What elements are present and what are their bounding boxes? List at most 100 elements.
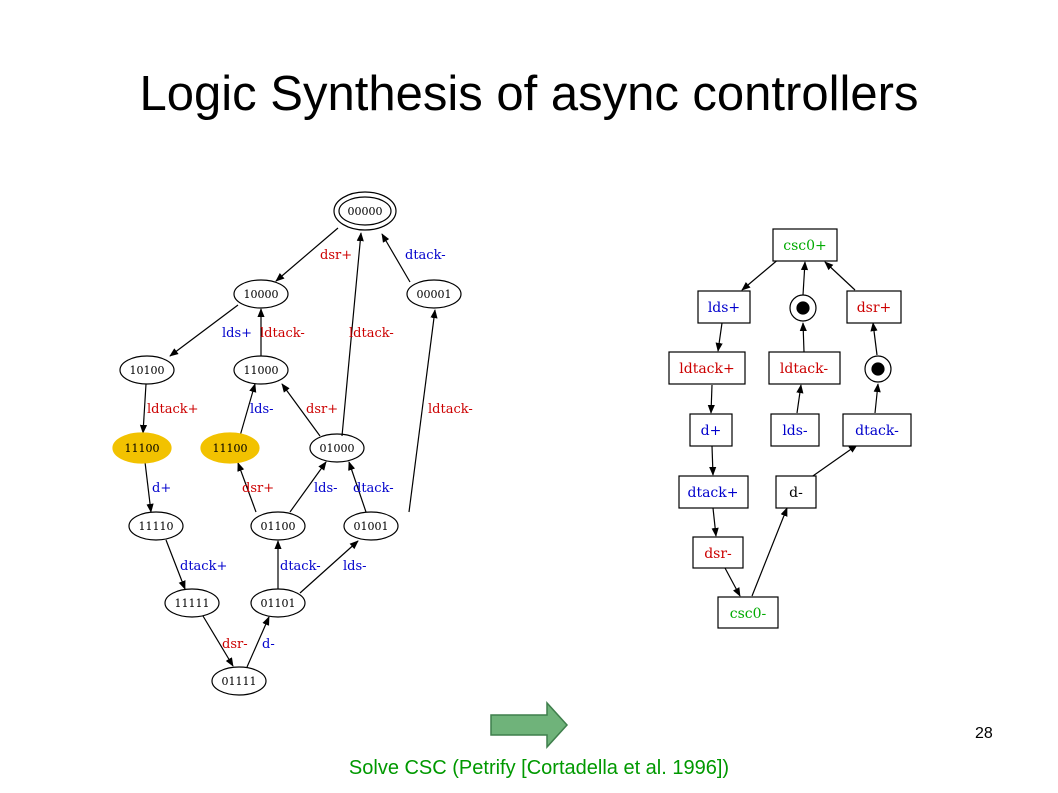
transition-lds-minus: lds- [770, 413, 820, 447]
transition-dsr-plus: dsr+ [846, 290, 902, 324]
state-label: 11111 [175, 597, 210, 610]
page-number: 28 [975, 725, 993, 742]
state-label: 00001 [417, 288, 452, 301]
transition-ldtack-plus: ldtack+ [668, 351, 746, 385]
state-label: 01111 [222, 675, 257, 688]
edge-00000-10000 [275, 227, 339, 282]
arc-dsrplus-csc0plus [824, 261, 856, 291]
transition-label: ldtack- [780, 361, 828, 377]
edge-label: dsr+ [242, 481, 274, 496]
transition-label: csc0- [730, 606, 767, 622]
state-label: 11100 [213, 442, 248, 455]
state-graph-edge-labels: dsr+ dtack- lds+ ldtack- ldtack- ldtack+… [147, 248, 473, 652]
arc-ldsplus-ldtackplus [715, 322, 723, 352]
state-node-11100-highlighted-b: 11100 [200, 432, 260, 464]
edge-11111-01111 [202, 615, 234, 667]
arc-dminus-dtackminus [809, 444, 858, 479]
arc-ldtackminus-place1 [799, 322, 807, 353]
edge-01100-11100b [237, 462, 257, 513]
transition-ldtack-minus: ldtack- [768, 351, 841, 385]
transition-label: dtack- [855, 423, 899, 439]
edge-label: dsr+ [306, 402, 338, 417]
state-node-01111: 01111 [211, 666, 267, 696]
edge-01101-01001 [299, 540, 359, 594]
edge-label: ldtack- [260, 326, 305, 341]
edge-01001-00001 [408, 309, 438, 513]
state-node-10000: 10000 [233, 279, 289, 309]
arc-dsrminus-csc0minus [724, 567, 741, 597]
edge-11110-11111 [165, 539, 186, 590]
state-node-11100-highlighted-a: 11100 [112, 432, 172, 464]
edge-label: dsr- [222, 637, 248, 652]
edge-label: dtack+ [180, 559, 227, 574]
state-label: 10100 [130, 364, 165, 377]
arc-dtackplus-dsrminus [711, 507, 719, 537]
edge-11100b-11000 [239, 383, 257, 437]
arc-csc0minus-dminus [751, 507, 788, 597]
transition-dsr-minus: dsr- [692, 536, 744, 569]
transition-label: ldtack+ [679, 361, 734, 377]
edge-01000-00000 [341, 232, 364, 437]
transition-label: dsr- [704, 546, 732, 562]
transition-dtack-minus: dtack- [842, 413, 912, 447]
transition-lds-plus: lds+ [697, 290, 751, 324]
edge-10000-10100 [169, 304, 239, 357]
edge-01100-01000 [289, 461, 327, 513]
edge-label: lds+ [222, 326, 252, 341]
transition-csc0-plus: csc0+ [772, 228, 838, 262]
edge-label: lds- [343, 559, 367, 574]
state-node-01101: 01101 [250, 588, 306, 618]
arc-place1-csc0plus [800, 261, 809, 296]
petri-net: csc0+ lds+ dsr+ ldtack+ ldtack- d+ lds- [668, 228, 912, 629]
edge-label: lds- [314, 481, 338, 496]
transition-label: dsr+ [857, 300, 892, 316]
edge-label: ldtack- [349, 326, 394, 341]
place-token-2 [864, 355, 892, 383]
edge-label: dsr+ [320, 248, 352, 263]
edge-label: ldtack- [428, 402, 473, 417]
arc-dtackminus-place2 [873, 383, 881, 414]
edge-01001-01000 [348, 461, 367, 513]
state-node-11111: 11111 [164, 588, 220, 618]
transition-label: dtack+ [688, 485, 739, 501]
edge-11100a-11110 [144, 461, 154, 513]
state-label: 11100 [125, 442, 160, 455]
arc-ldtackplus-dplus [707, 384, 715, 414]
state-graph: 00000 10000 00001 10100 11000 11100 1110… [112, 191, 462, 696]
state-node-01000: 01000 [309, 433, 365, 463]
arc-ldsminus-ldtackminus [796, 384, 804, 414]
state-label: 01101 [261, 597, 296, 610]
transition-label: lds- [782, 423, 808, 439]
right-arrow-icon [490, 701, 569, 749]
state-node-10100: 10100 [119, 355, 175, 385]
transition-csc0-minus: csc0- [717, 596, 779, 629]
state-node-01100: 01100 [250, 511, 306, 541]
edge-label: dtack- [353, 481, 394, 496]
edge-01000-11000 [281, 383, 321, 437]
transition-label: d- [789, 485, 803, 501]
state-label: 10000 [244, 288, 279, 301]
transition-label: csc0+ [783, 238, 827, 254]
edge-00001-00000 [381, 233, 411, 283]
edge-label: lds- [250, 402, 274, 417]
state-label: 11110 [139, 520, 174, 533]
edge-label: dtack- [280, 559, 321, 574]
state-label: 01100 [261, 520, 296, 533]
state-label: 11000 [244, 364, 279, 377]
edge-label: ldtack+ [147, 402, 199, 417]
state-node-00000: 00000 [333, 191, 397, 231]
edge-label: d+ [152, 481, 171, 496]
arc-dplus-dtackplus [709, 445, 717, 476]
state-node-11110: 11110 [128, 511, 184, 541]
transition-dtack-plus: dtack+ [678, 475, 749, 509]
place-token-1 [789, 294, 817, 322]
state-node-01001: 01001 [343, 511, 399, 541]
transition-d-plus: d+ [689, 413, 733, 447]
edge-10100-11100a [139, 383, 148, 434]
edge-label: d- [262, 637, 275, 652]
state-label: 01000 [320, 442, 355, 455]
state-node-11000: 11000 [233, 355, 289, 385]
state-label: 00000 [348, 205, 383, 218]
transition-d-minus: d- [775, 475, 817, 509]
